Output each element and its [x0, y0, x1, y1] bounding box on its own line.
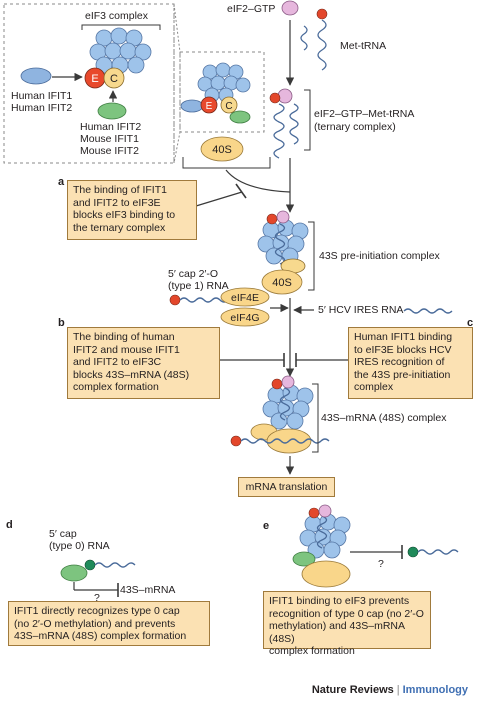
inset-bottom-2: Mouse IFIT1 — [80, 133, 139, 145]
inset-bracket — [81, 24, 161, 30]
complex-48s-mrna — [240, 438, 330, 444]
panel-d-box: IFIT1 directly recognizes type 0 cap (no… — [8, 601, 210, 646]
complex-43s-bracket — [308, 221, 315, 291]
cap-rna-strand — [179, 297, 229, 303]
panel-e-question: ? — [378, 558, 384, 570]
journal-footer: Nature Reviews|Immunology — [312, 684, 468, 696]
complex-48s-bracket — [312, 383, 319, 453]
complex-48s-eif2 — [281, 375, 295, 389]
mrna-translation-box: mRNA translation — [238, 477, 335, 497]
inset-subunit-e-label: E — [91, 73, 98, 85]
inset-eif3-cluster — [89, 27, 152, 74]
small-ifit-green — [229, 110, 251, 124]
panel-c-box: Human IFIT1 binding to eIF3E blocks HCV … — [348, 327, 473, 399]
inset-zoom-connector — [173, 3, 181, 164]
panel-e-box: IFIT1 binding to eIF3 prevents recogniti… — [263, 591, 431, 657]
inset-human-ifit2-left: Human IFIT2 — [11, 102, 73, 114]
small-subunit-c-label: C — [225, 101, 232, 112]
panel-b-box: The binding of human IFIT2 and mouse IFI… — [67, 327, 220, 399]
panel-e-ifit-green — [292, 551, 316, 567]
upper-40s-subunit — [200, 136, 244, 162]
inset-subunit-c — [103, 67, 125, 89]
inset-title: eIF3 complex — [85, 10, 149, 22]
panel-d-cap-label-1: 5′ cap — [49, 528, 77, 540]
small-ifit-blue — [180, 99, 204, 113]
eif4e-oval — [220, 287, 270, 307]
hcv-rna-strand — [403, 308, 453, 314]
ternary-trna-strand — [273, 103, 285, 159]
panel-d-letter: d — [6, 519, 13, 531]
panel-d-target-label: 43S–mRNA — [120, 584, 176, 596]
inset-ifit-green — [97, 102, 127, 120]
panel-e-40s — [301, 560, 351, 588]
ternary-met-ball — [269, 92, 281, 104]
complex-43s-trna — [274, 223, 286, 265]
panel-c-letter: c — [467, 317, 474, 329]
panel-e-letter: e — [263, 520, 270, 532]
complex-43s-eif2 — [276, 210, 290, 224]
met-trna-label: Met-tRNA — [340, 40, 387, 52]
eif4e-label: eIF4E — [231, 292, 259, 304]
panel-d-cap — [84, 559, 96, 571]
eif4g-oval — [220, 307, 270, 327]
hcv-ires-label: 5′ HCV IRES RNA — [318, 304, 404, 316]
cap-rna-label-1: 5′ cap 2′-O — [168, 268, 219, 280]
complex-43s-40s-label: 40S — [272, 277, 292, 289]
panel-d-rna-strand — [94, 562, 136, 568]
panel-e-cap — [407, 546, 419, 558]
ternary-bracket — [304, 89, 311, 151]
eif2-gtp-ball — [281, 0, 299, 16]
complex-48s-cap — [230, 435, 242, 447]
complex-48s-eif3 — [262, 384, 314, 430]
inset-bottom-3: Mouse IFIT2 — [80, 145, 139, 157]
footer-journal: Immunology — [402, 684, 468, 696]
met-trna-strand — [317, 19, 327, 71]
panel-d-question: ? — [94, 592, 100, 604]
upper-40s-bracket — [182, 157, 271, 169]
footer-separator: | — [396, 684, 400, 696]
panel-b-letter: b — [58, 317, 65, 329]
footer-brand: Nature Reviews — [311, 684, 394, 696]
panel-d-ifit-green — [60, 564, 88, 582]
panel-a-connector — [195, 191, 243, 207]
ternary-trna-strand-2 — [289, 103, 299, 145]
small-subunit-e-label: E — [206, 101, 213, 112]
cap-rna-cap — [169, 294, 181, 306]
ternary-label-1: eIF2–GTP–Met-tRNA — [314, 108, 415, 120]
panel-a-box: The binding of IFIT1 and IFIT2 to eIF3E … — [67, 180, 197, 240]
ternary-label-2: (ternary complex) — [314, 121, 396, 133]
cap-rna-label-2: (type 1) RNA — [168, 280, 229, 292]
complex-43s-40s — [261, 269, 303, 295]
complex-48s-trna — [279, 387, 291, 421]
panel-a-inhibit-line — [225, 169, 291, 193]
panel-a-letter: a — [58, 176, 65, 188]
met-ball — [316, 8, 328, 20]
panel-e-eif3 — [299, 513, 351, 559]
inset-subunit-c-label: C — [110, 73, 118, 85]
inset-bottom-1: Human IFIT2 — [80, 121, 142, 133]
small-subunit-c — [220, 96, 238, 114]
small-subunit-e — [200, 96, 218, 114]
upper-40s-label: 40S — [212, 144, 232, 156]
panel-e-trna — [316, 515, 328, 549]
ternary-eif2-ball — [277, 88, 293, 104]
small-eif3-cluster — [197, 62, 251, 103]
eif4g-label: eIF4G — [230, 312, 259, 324]
eif2-gtp-label: eIF2–GTP — [227, 3, 276, 15]
met-trna-strand-2 — [300, 25, 308, 51]
inset-human-ifit1-left: Human IFIT1 — [11, 90, 73, 102]
panel-d-cap-label-2: (type 0) RNA — [49, 540, 110, 552]
panel-e-eif2 — [318, 504, 332, 518]
complex-48s-met — [271, 378, 283, 390]
complex-48s-label: 43S–mRNA (48S) complex — [321, 412, 447, 424]
panel-a-inhibit-bar — [235, 183, 247, 199]
complex-43s-met — [266, 213, 278, 225]
complex-43s-label: 43S pre-initiation complex — [319, 250, 440, 262]
inset-ifit-blue — [20, 67, 52, 85]
panel-e-met — [308, 507, 320, 519]
panel-e-rna-strand — [417, 549, 459, 555]
inset-dashed-box — [3, 3, 175, 164]
